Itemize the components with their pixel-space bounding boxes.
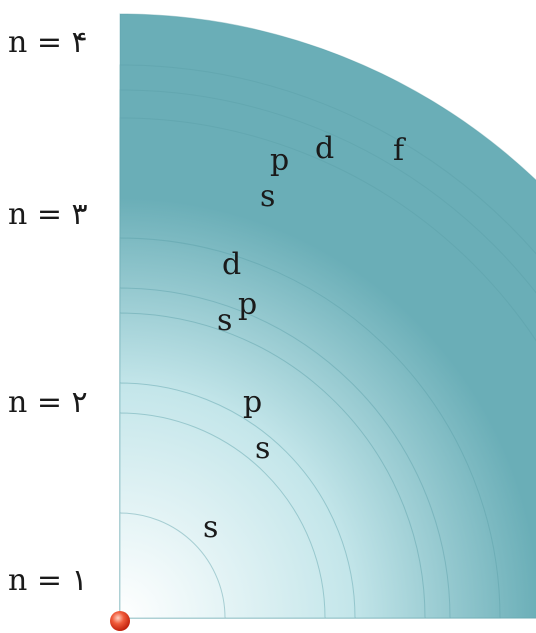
level-label-n1: n = ۱ [8,563,88,598]
sublevel-label-n1-s: s [203,510,218,545]
sublevel-label-n3-p: p [238,287,257,322]
level-label-n4: n = ۴ [8,25,88,60]
sublevel-label-n4-f: f [393,133,406,168]
sublevel-label-n4-s: s [260,179,275,214]
sublevel-label-n3-d: d [222,247,241,282]
level-label-n2: n = ۲ [8,385,88,420]
sublevel-label-n3-s: s [217,303,232,338]
nucleus [110,611,130,631]
sublevel-label-n4-d: d [315,131,334,166]
level-label-n3: n = ۳ [8,197,88,232]
sublevel-label-n2-p: p [243,385,262,420]
sublevel-label-n4-p: p [270,143,289,178]
shell-group [119,13,536,619]
shell-n1-s [119,512,226,619]
sublevel-label-n2-s: s [255,431,270,466]
